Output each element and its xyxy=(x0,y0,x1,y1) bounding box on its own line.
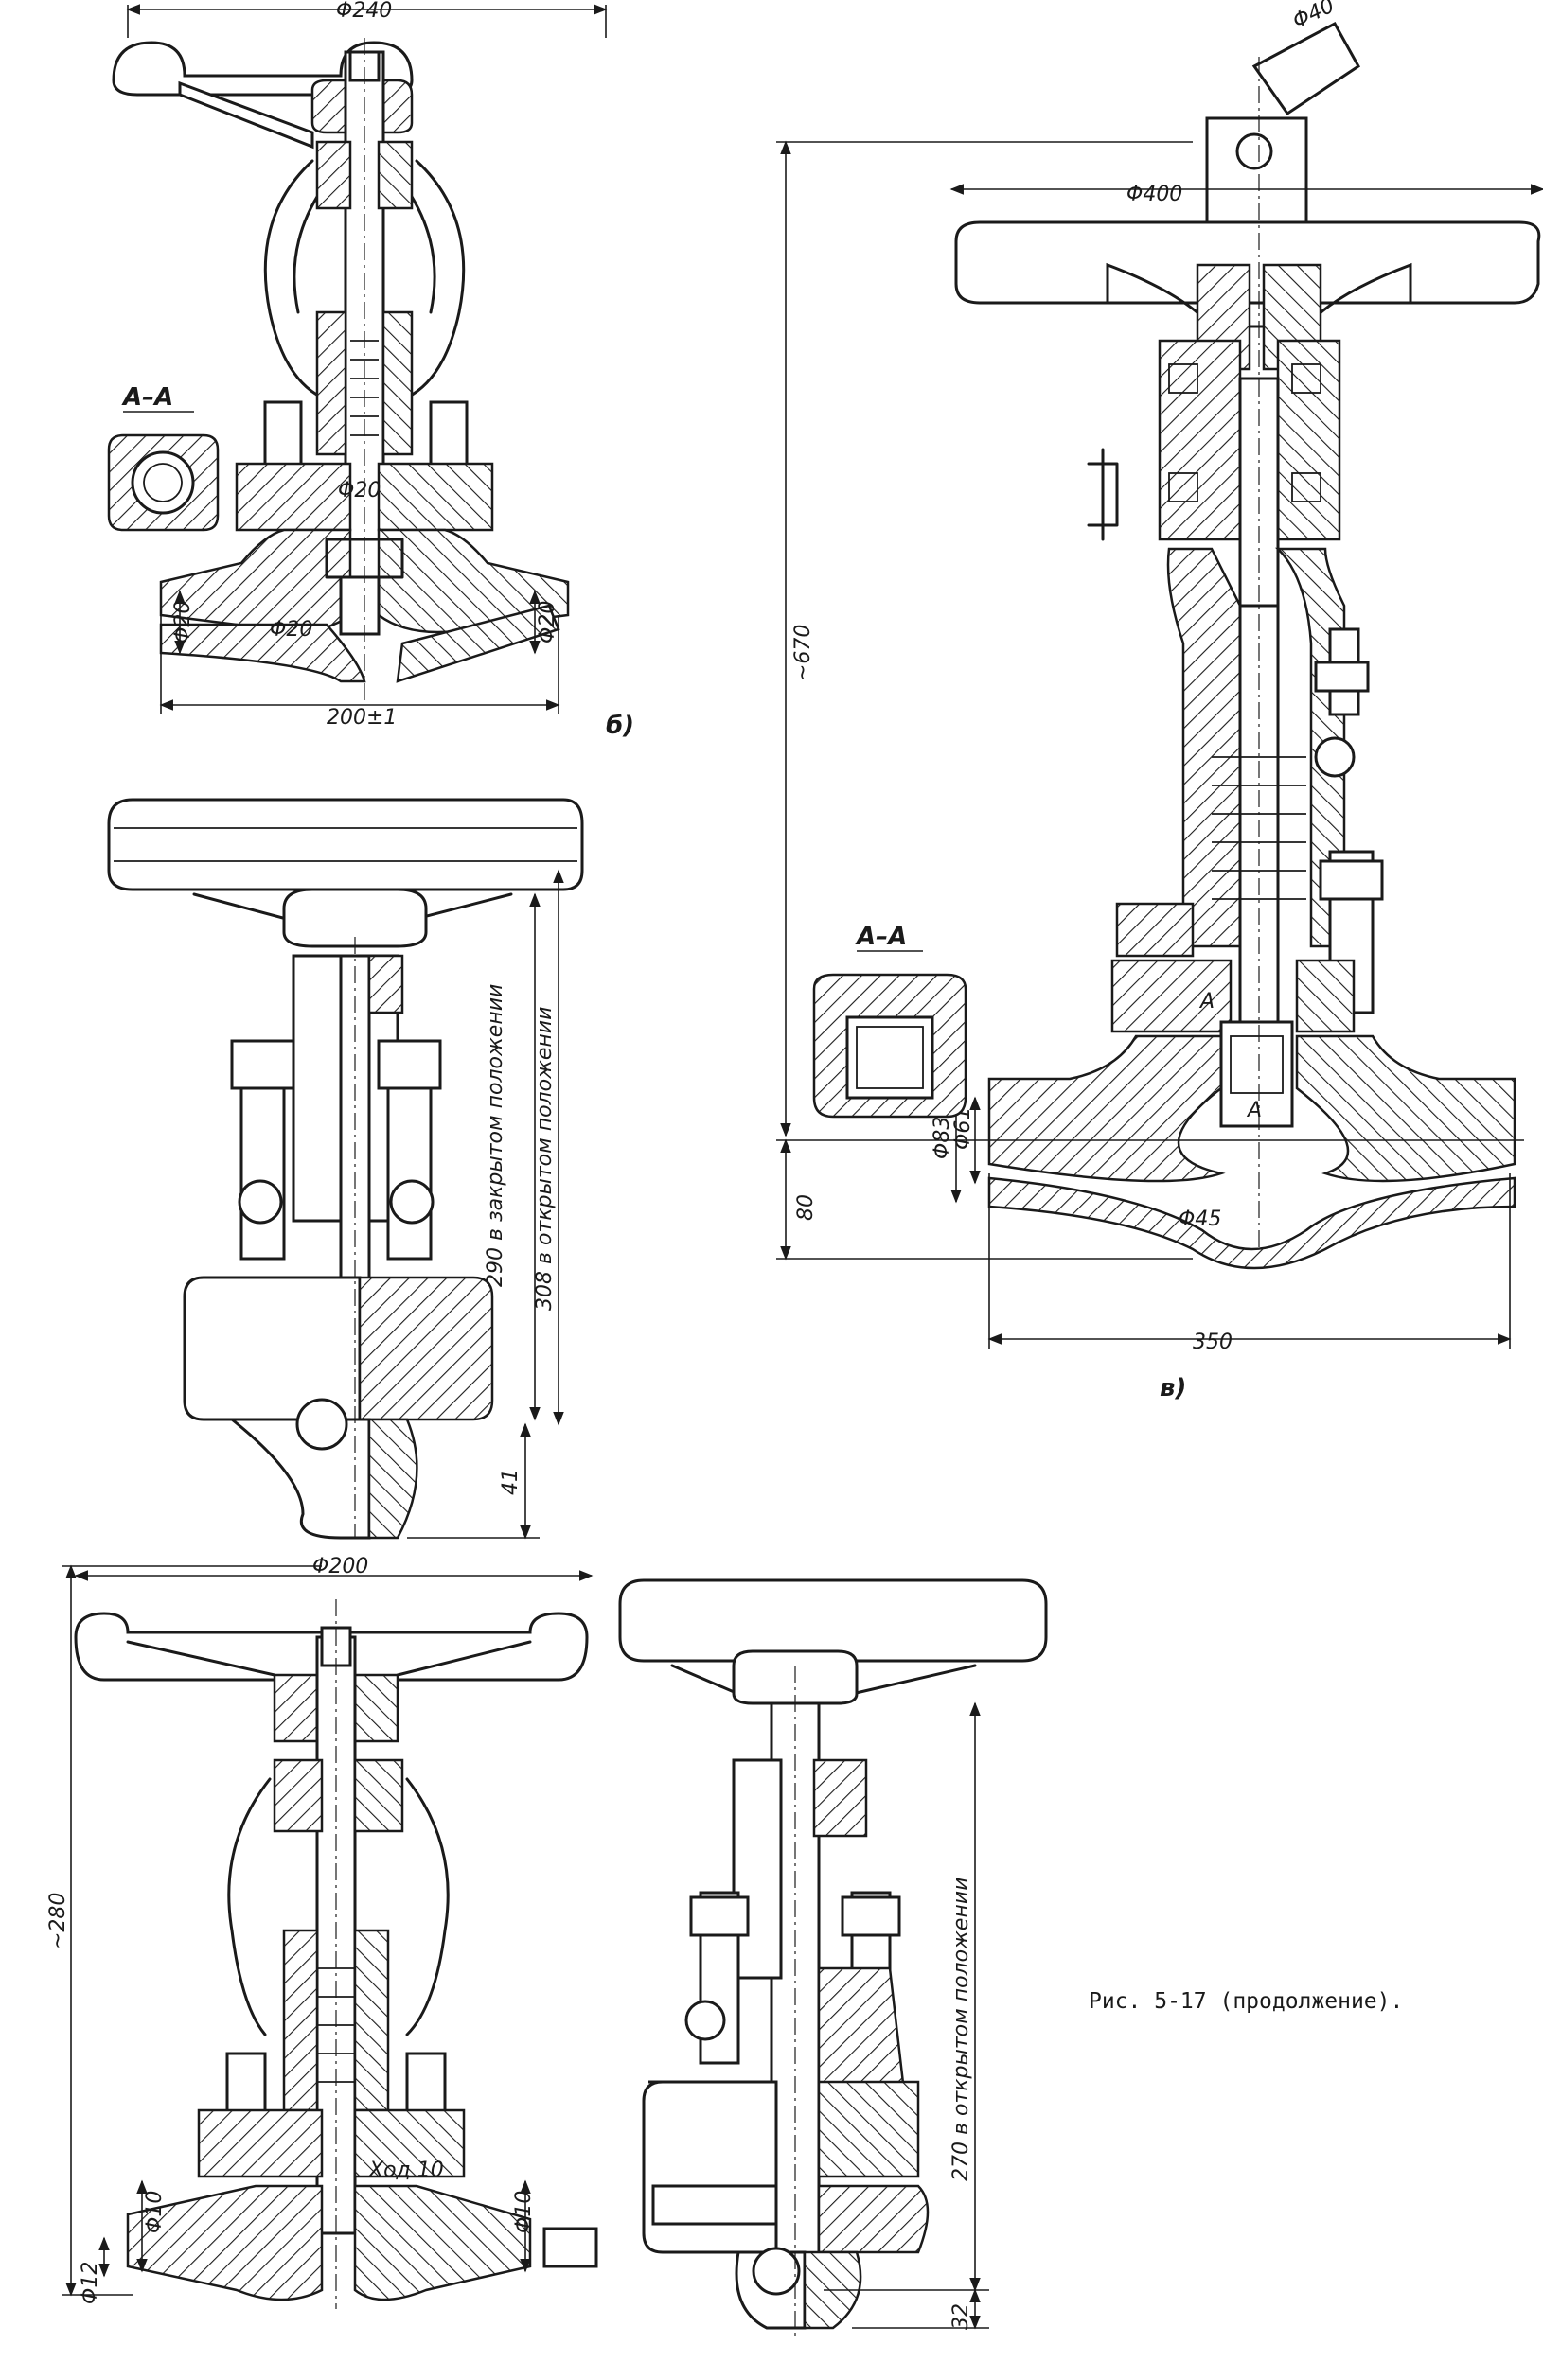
dim-bore-b: Φ20 xyxy=(270,618,312,642)
valve-g-section-view xyxy=(62,1564,598,2309)
dim-bottom-b: 41 xyxy=(499,1469,523,1495)
view-label-b: б) xyxy=(606,712,634,740)
mark-a2-v: A xyxy=(1246,1099,1262,1122)
dim-handwheel-v: Φ400 xyxy=(1126,183,1182,206)
valve-b-side-view xyxy=(107,798,584,1540)
dim-open-b: 308 в открытом положении xyxy=(533,1007,557,1311)
mark-a1-v: A xyxy=(1198,990,1215,1014)
dim-right-end-g: Φ10 xyxy=(512,2191,536,2233)
dim-handwheel-g: Φ200 xyxy=(312,1555,368,1578)
section-aa-v xyxy=(812,950,967,1119)
section-aa-b xyxy=(107,411,220,532)
dim-outer-v: Φ83 xyxy=(931,1117,954,1159)
dim-stem-b: Φ20 xyxy=(338,479,381,502)
dim-height-g: ~280 xyxy=(46,1893,70,1949)
dim-length-v: 350 xyxy=(1193,1331,1233,1354)
section-label-v: A–A xyxy=(855,923,907,951)
dim-stroke-g: Ход 10 xyxy=(368,2159,444,2182)
valve-v-section-view xyxy=(776,21,1543,1349)
section-label-b: A–A xyxy=(121,383,173,412)
valve-b-section-view xyxy=(112,4,608,714)
dim-right-end-b: Φ20 xyxy=(536,601,559,643)
dim-handwheel-b: Φ240 xyxy=(336,0,392,23)
dim-below-axis-v: 80 xyxy=(794,1194,818,1221)
view-label-v: в) xyxy=(1160,1374,1186,1402)
dim-height-v: ~670 xyxy=(791,625,815,681)
dim-length-b: 200±1 xyxy=(327,706,397,730)
valve-g-side-view xyxy=(618,1578,1048,2337)
dim-bore-v: Φ45 xyxy=(1179,1208,1221,1231)
dim-left-end-g: Φ10 xyxy=(143,2191,167,2233)
dim-closed-b: 290 в закрытом положении xyxy=(484,984,507,1287)
figure-caption: Рис. 5-17 (продолжение). xyxy=(1089,1989,1403,2014)
dim-open-g: 270 в открытом положении xyxy=(949,1878,973,2181)
dim-left-end-b: Φ20 xyxy=(171,601,195,643)
dim-bottom-g: 32 xyxy=(949,2303,973,2330)
dim-end-outer-g: Φ12 xyxy=(79,2262,102,2304)
